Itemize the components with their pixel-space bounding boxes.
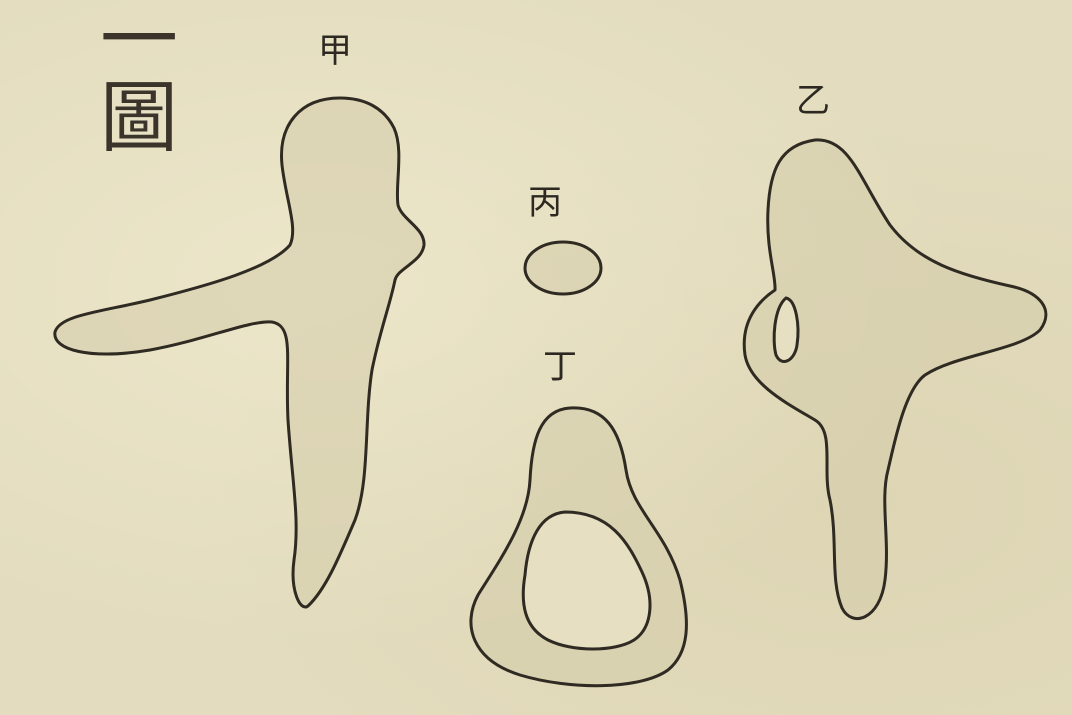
shape-yi [744,140,1046,619]
shape-bing [525,242,601,294]
shape-jia [55,98,424,607]
